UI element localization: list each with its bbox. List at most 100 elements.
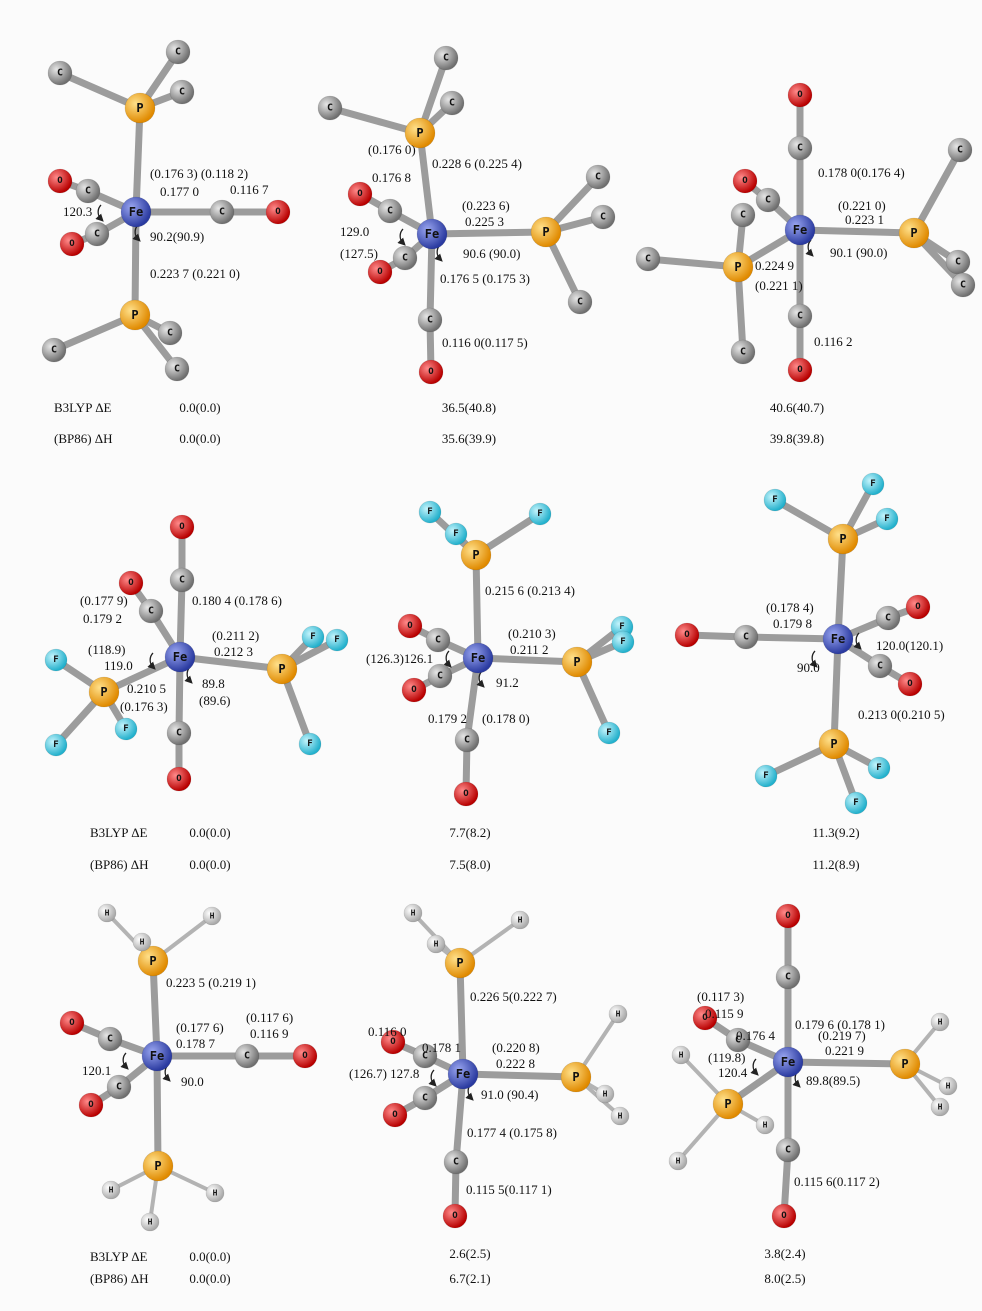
carbon-atom-label: C <box>785 972 791 983</box>
carbon-atom <box>875 605 901 631</box>
carbon-atom-label: C <box>577 297 583 308</box>
measurement-label: (0.211 2) <box>212 628 259 643</box>
hydrogen-atom-label: H <box>938 1103 943 1112</box>
fluorine-atom <box>528 502 552 526</box>
carbon-atom-label: C <box>453 1157 459 1168</box>
phosphorus-atom-label: P <box>131 308 138 322</box>
measurement-label: 0.215 6 (0.213 4) <box>485 583 575 598</box>
bp86-enthalpy-value: 0.0(0.0) <box>189 857 230 872</box>
measurement-label: (119.8) <box>708 1050 745 1065</box>
row-2-b3lyp-header: B3LYP ΔE <box>90 825 148 840</box>
oxygen-atom-label: O <box>57 176 63 186</box>
measurement-label: (0.223 6) <box>462 198 510 213</box>
hydrogen-atom <box>202 906 222 926</box>
oxygen-atom <box>292 1043 318 1069</box>
carbon-atom-label: C <box>740 210 746 221</box>
b3lyp-energy-value: 36.5(40.8) <box>442 400 496 415</box>
measurement-label: 129.0 <box>340 224 369 239</box>
measurement-label: 0.115 6(0.117 2) <box>794 1174 880 1189</box>
angle-arc <box>428 1069 437 1087</box>
carbon-atom-label: C <box>94 229 100 240</box>
carbon-atom <box>166 720 192 746</box>
oxygen-atom-label: O <box>907 679 913 689</box>
fluorine-atom <box>298 732 322 756</box>
row-3-b3lyp-header: B3LYP ΔE <box>90 1249 148 1264</box>
iron-atom-label: Fe <box>793 223 807 237</box>
carbon-atom-label: C <box>85 186 91 197</box>
hydrogen-atom <box>595 1084 615 1104</box>
phosphorus-atom <box>889 1048 921 1080</box>
phosphorus-atom-label: P <box>734 260 741 274</box>
measurement-label: (126.3)126.1 <box>366 651 433 666</box>
b3lyp-energy-value: 7.7(8.2) <box>449 825 490 840</box>
carbon-atom <box>317 95 343 121</box>
carbon-atom <box>47 60 73 86</box>
measurement-label: 0.228 6 (0.225 4) <box>432 156 522 171</box>
oxygen-atom <box>347 181 373 207</box>
iron-atom <box>822 623 854 655</box>
carbon-atom <box>417 307 443 333</box>
oxygen-atom-label: O <box>128 578 134 588</box>
hydrogen-atom-label: H <box>411 909 416 918</box>
carbon-atom <box>635 246 661 272</box>
bond-Fe-P <box>784 1058 909 1068</box>
measurement-label: 0.179 8 <box>773 616 812 631</box>
hydrogen-atom-label: H <box>518 916 523 925</box>
oxygen-atom-label: O <box>684 630 690 640</box>
b3lyp-energy-value: 11.3(9.2) <box>812 825 859 840</box>
fluorine-atom <box>861 472 885 496</box>
row-2-bp86-header: (BP86) ΔH <box>90 857 149 872</box>
bond-Fe-P <box>830 635 842 748</box>
carbon-atom <box>169 79 195 105</box>
measurement-label: (0.178 0) <box>482 711 530 726</box>
carbon-atom <box>138 598 164 624</box>
measurement-label: 0.223 5 (0.219 1) <box>166 975 256 990</box>
bp86-enthalpy-value: 0.0(0.0) <box>189 1271 230 1286</box>
measurement-label: (0.117 3) <box>697 989 744 1004</box>
oxygen-atom <box>397 613 423 639</box>
carbon-atom-label: C <box>595 172 601 183</box>
hydrogen-atom <box>97 903 117 923</box>
hydrogen-atom-label: H <box>148 1218 153 1227</box>
carbon-atom <box>169 567 195 593</box>
carbon-atom-label: C <box>464 735 470 746</box>
phosphorus-atom <box>818 728 850 760</box>
oxygen-atom-label: O <box>302 1051 308 1061</box>
iron-atom-label: Fe <box>831 632 845 646</box>
carbon-atom-label: C <box>244 1051 250 1062</box>
phosphorus-atom-label: P <box>830 737 837 751</box>
measurement-label: 0.223 7 (0.221 0) <box>150 266 240 281</box>
phosphorus-atom-label: P <box>149 954 156 968</box>
oxygen-atom <box>775 903 801 929</box>
carbon-atom <box>209 199 235 225</box>
phosphorus-atom <box>266 653 298 685</box>
hydrogen-atom <box>930 1097 950 1117</box>
measurement-label: 0.179 2 <box>83 611 122 626</box>
bp86-enthalpy-value: 35.6(39.9) <box>442 431 496 446</box>
iron-atom-label: Fe <box>173 650 187 664</box>
row-1-bp86-header: (BP86) ΔH <box>54 431 113 446</box>
hydrogen-atom <box>668 1151 688 1171</box>
carbon-atom <box>157 320 183 346</box>
carbon-atom-label: C <box>449 98 455 109</box>
hydrogen-atom <box>140 1212 160 1232</box>
phosphorus-atom <box>444 947 476 979</box>
measurement-label: (89.6) <box>199 693 230 708</box>
carbon-atom-label: C <box>740 347 746 358</box>
measurement-label: 0.177 4 (0.175 8) <box>467 1125 557 1140</box>
fluorine-atom <box>611 630 635 654</box>
measurement-label: 0.116 7 <box>230 182 269 197</box>
iron-atom-label: Fe <box>781 1055 795 1069</box>
b3lyp-energy-value: 3.8(2.4) <box>764 1246 805 1261</box>
carbon-atom <box>164 356 190 382</box>
hydrogen-atom <box>403 903 423 923</box>
oxygen-atom <box>453 781 479 807</box>
hydrogen-atom-label: H <box>676 1157 681 1166</box>
fluorine-atom-label: F <box>453 529 458 539</box>
hydrogen-atom-label: H <box>109 1186 114 1195</box>
measurement-label: 0.176 4 <box>736 1028 776 1043</box>
angle-arc <box>809 650 818 668</box>
